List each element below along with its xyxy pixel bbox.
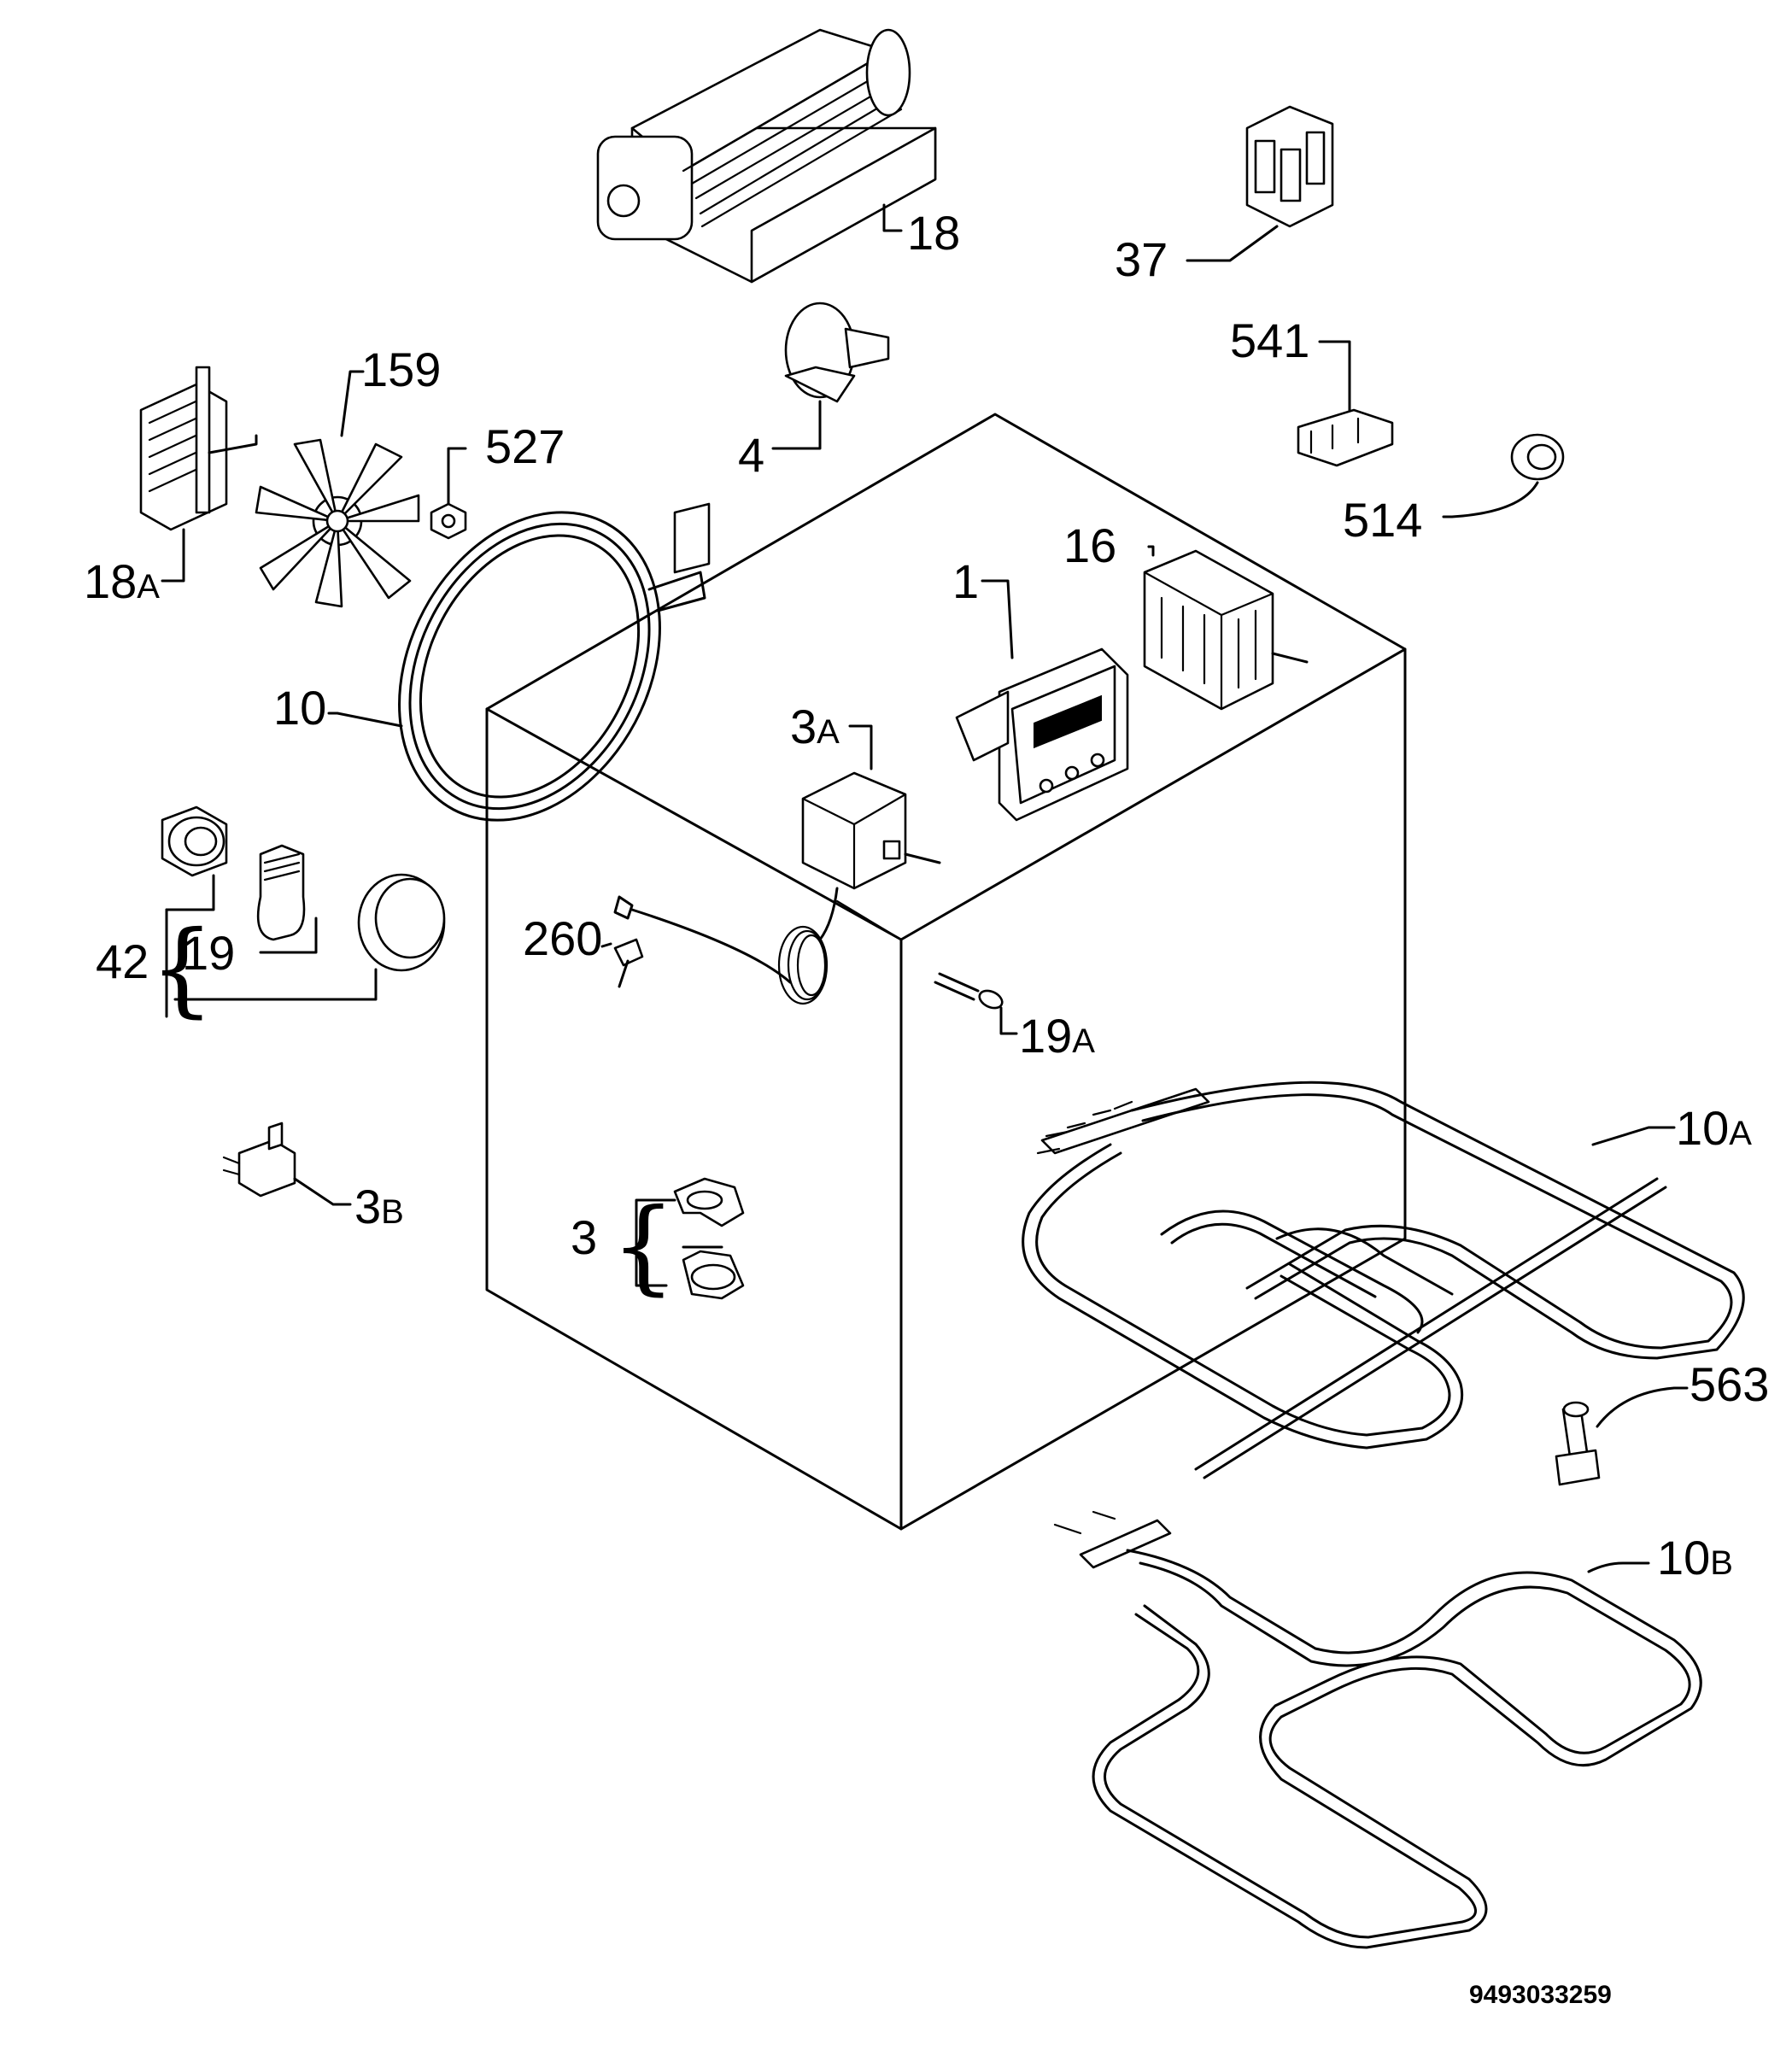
lamp-assembly: [161, 805, 446, 1018]
circular-heating-element: [327, 502, 711, 822]
label-10B: 10B: [1657, 1531, 1733, 1584]
cutout-brace: {: [611, 1187, 676, 1306]
label-19A: 19A: [1019, 1009, 1095, 1063]
label-1: 1: [952, 554, 979, 608]
label-18A: 18A: [84, 554, 160, 608]
label-19: 19: [182, 926, 235, 980]
support-pin: [1555, 1386, 1689, 1486]
electronic-timer: [955, 579, 1129, 822]
tangential-fan: [596, 28, 937, 284]
label-563: 563: [1690, 1357, 1769, 1411]
lamp-brace: {: [149, 910, 214, 1028]
fan-nut: [430, 447, 467, 540]
label-42: 42: [96, 934, 149, 988]
small-motor: [771, 302, 890, 450]
selector-switch: [1143, 545, 1309, 711]
label-3A: 3A: [790, 700, 840, 753]
label-541: 541: [1230, 313, 1309, 367]
label-18: 18: [907, 206, 960, 260]
grill-heating-element: [1022, 1081, 1745, 1479]
bottom-heating-element: [1053, 1510, 1702, 1949]
label-3: 3: [571, 1210, 597, 1264]
grommet: [1442, 433, 1565, 518]
label-10: 10: [273, 681, 326, 735]
label-3B: 3B: [354, 1180, 404, 1233]
bracket: [222, 1122, 352, 1206]
label-10A: 10A: [1676, 1101, 1752, 1155]
label-4: 4: [738, 428, 764, 482]
label-260: 260: [523, 911, 602, 965]
label-514: 514: [1343, 493, 1422, 547]
fan-motor: [139, 366, 258, 583]
lamp-wire: [934, 972, 1018, 1035]
thermostat-capillary: [613, 724, 941, 1005]
connector-block: [1297, 340, 1394, 467]
thermal-cutouts: [635, 1177, 745, 1300]
screw: [600, 938, 644, 988]
label-159: 159: [361, 343, 441, 396]
label-527: 527: [485, 419, 565, 473]
oven-cavity-box: [485, 413, 1407, 1531]
fan-blade: [255, 370, 420, 608]
part-labels: 18 37 541 159 527 4 18A 514 16 1 10 3A 4…: [84, 206, 1769, 1584]
label-16: 16: [1063, 518, 1116, 572]
label-37: 37: [1115, 232, 1168, 286]
terminal-block: [1186, 105, 1334, 262]
drawing-number: 9493033259: [1469, 1981, 1612, 2009]
